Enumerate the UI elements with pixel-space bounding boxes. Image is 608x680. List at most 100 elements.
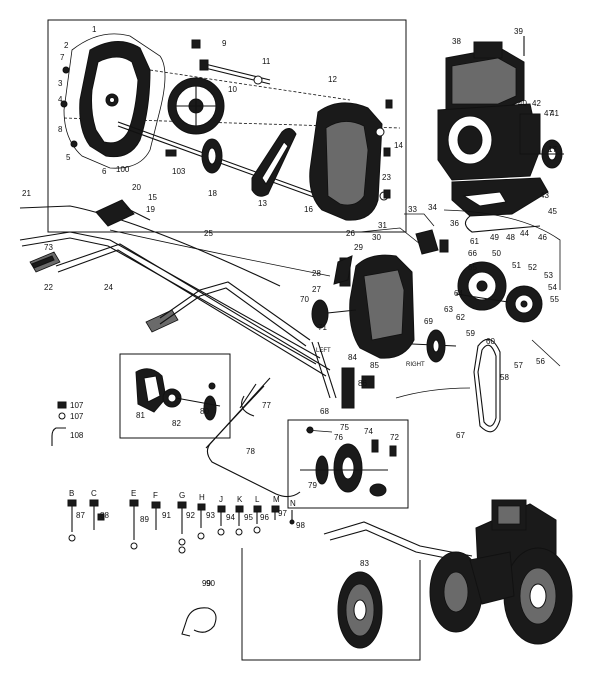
callout-98: 98 xyxy=(296,521,305,530)
callout-labels: 1 2 3 4 5 6 7 8 9 10 11 12 13 14 15 16 1… xyxy=(22,25,559,588)
callout-80: 80 xyxy=(200,407,209,416)
bolt-c xyxy=(89,499,105,530)
callout-56: 56 xyxy=(536,357,545,366)
callout-103: 103 xyxy=(172,167,186,176)
callout-42: 42 xyxy=(532,99,541,108)
callout-14: 14 xyxy=(394,141,403,150)
upper-shaft xyxy=(199,59,271,85)
callout-17: 17 xyxy=(548,145,557,154)
callout-10: 10 xyxy=(228,85,237,94)
callout-108: 108 xyxy=(70,431,84,440)
engine xyxy=(437,36,541,181)
nut-107a xyxy=(57,401,67,409)
drive-pulley xyxy=(455,261,543,323)
callout-69: 69 xyxy=(424,317,433,326)
lower-shaft xyxy=(117,121,323,201)
callout-90: 90 xyxy=(206,579,215,588)
drive-chain xyxy=(251,128,297,197)
callout-65: 65 xyxy=(468,263,477,272)
callout-7: 7 xyxy=(60,53,65,62)
callout-24: 24 xyxy=(104,283,113,292)
hardware-row xyxy=(51,401,295,554)
callout-100: 100 xyxy=(116,165,130,174)
callout-53: 53 xyxy=(544,271,553,280)
chaincase-cover xyxy=(63,33,166,169)
callout-99: 99 xyxy=(202,579,211,588)
callout-60: 60 xyxy=(486,337,495,346)
callout-50: 50 xyxy=(492,249,501,258)
callout-94: 94 xyxy=(226,513,235,522)
bolt-h xyxy=(197,503,206,540)
callout-72: 72 xyxy=(390,433,399,442)
bolt-f xyxy=(151,501,161,530)
callout-87: 87 xyxy=(76,511,85,520)
callout-26: 26 xyxy=(346,229,355,238)
hw-letter-m: M xyxy=(273,495,280,504)
callout-30: 30 xyxy=(372,233,381,242)
handlebar-assembly xyxy=(19,199,331,377)
callout-40: 40 xyxy=(518,99,527,108)
callout-9: 9 xyxy=(222,39,227,48)
callout-2: 2 xyxy=(64,41,69,50)
v-belt xyxy=(473,338,501,433)
callout-39: 39 xyxy=(514,27,523,36)
callout-88: 88 xyxy=(100,511,109,520)
hair-pin-clip xyxy=(181,607,217,637)
callout-6: 6 xyxy=(102,167,107,176)
hw-letter-n: N xyxy=(290,499,296,508)
callout-55: 55 xyxy=(550,295,559,304)
callout-67: 67 xyxy=(456,431,465,440)
callout-83: 83 xyxy=(360,559,369,568)
callout-107a: 107 xyxy=(70,401,84,410)
callout-46: 46 xyxy=(538,233,547,242)
hw-letter-f: F xyxy=(153,491,158,500)
callout-15: 15 xyxy=(148,193,157,202)
shift-lever xyxy=(311,341,375,409)
callout-58: 58 xyxy=(500,373,509,382)
bolt-j xyxy=(217,505,226,536)
hw-letter-j: J xyxy=(219,495,223,504)
callout-78: 78 xyxy=(246,447,255,456)
callout-20: 20 xyxy=(132,183,141,192)
washer-107b xyxy=(58,412,66,420)
callout-38: 38 xyxy=(452,37,461,46)
callout-73: 73 xyxy=(44,243,53,252)
callout-81: 81 xyxy=(136,411,145,420)
callout-27: 27 xyxy=(312,285,321,294)
callout-66: 66 xyxy=(468,249,477,258)
callout-59: 59 xyxy=(466,329,475,338)
callout-5: 5 xyxy=(66,153,71,162)
hw-letter-b: B xyxy=(69,489,74,498)
chaincase-hardware xyxy=(60,39,393,199)
callout-4: 4 xyxy=(58,95,63,104)
callout-70: 70 xyxy=(300,295,309,304)
shift-brackets xyxy=(333,213,449,285)
callout-86: 86 xyxy=(358,379,367,388)
callout-41: 41 xyxy=(550,109,559,118)
callout-49: 49 xyxy=(490,233,499,242)
engine-base-plate xyxy=(451,177,549,233)
callout-8: 8 xyxy=(58,125,63,134)
callout-57: 57 xyxy=(514,361,523,370)
tine-assembly-box xyxy=(241,548,421,661)
callout-74: 74 xyxy=(364,427,373,436)
callout-84: 84 xyxy=(348,353,357,362)
bolt-k xyxy=(235,505,244,536)
hw-letter-l: L xyxy=(255,495,260,504)
hw-letter-e: E xyxy=(131,489,136,498)
transmission-housing xyxy=(311,254,457,363)
callout-47: 47 xyxy=(544,109,553,118)
callout-77: 77 xyxy=(262,401,271,410)
callout-43: 43 xyxy=(540,191,549,200)
hardware-letter-labels: B C E F G H J K L M N xyxy=(69,489,296,508)
callout-93: 93 xyxy=(206,511,215,520)
bolt-g xyxy=(177,501,187,554)
callout-13: 13 xyxy=(258,199,267,208)
callout-28: 28 xyxy=(312,269,321,278)
callout-3: 3 xyxy=(58,79,63,88)
gear-assembly-box xyxy=(287,419,409,509)
callout-23: 23 xyxy=(382,173,391,182)
callout-76: 76 xyxy=(334,433,343,442)
callout-52: 52 xyxy=(528,263,537,272)
bolt-e xyxy=(129,499,139,550)
